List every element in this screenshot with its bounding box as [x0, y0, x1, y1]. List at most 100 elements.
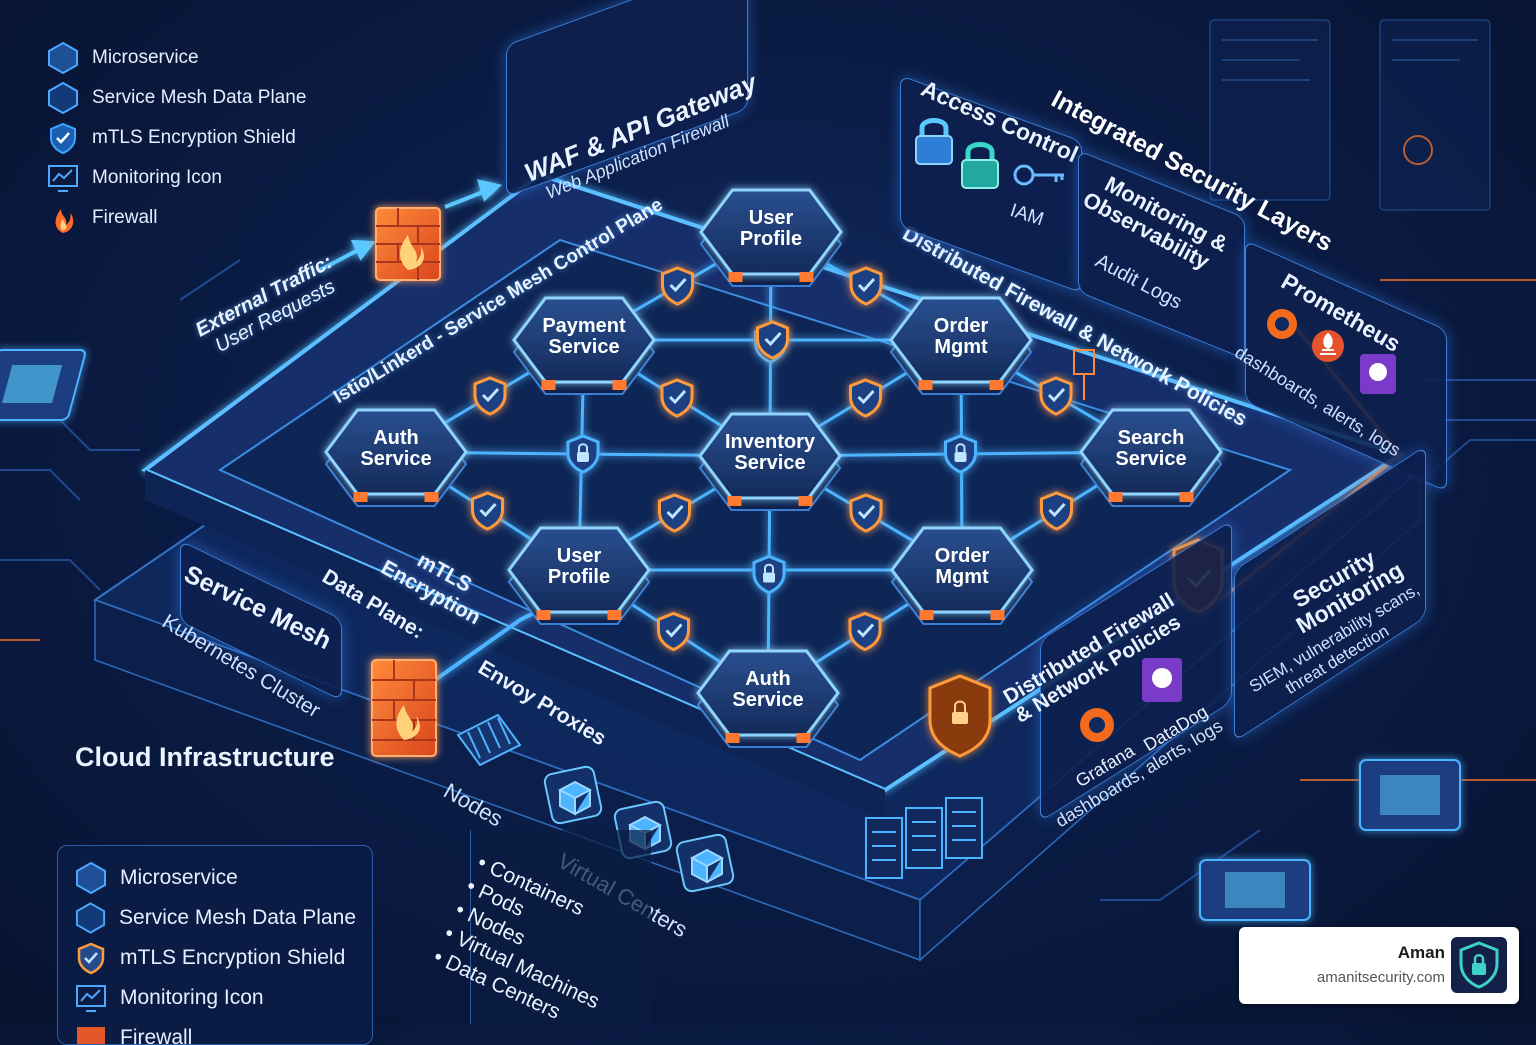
- service-node-label-line: Profile: [739, 228, 803, 250]
- shield-check-icon: [849, 266, 883, 306]
- legend-item-microservice: Microservice: [46, 38, 306, 78]
- service-node-label-line: Inventory: [724, 431, 816, 453]
- hexagon-outline-icon: [75, 902, 106, 934]
- legend-label: Monitoring Icon: [120, 986, 264, 1009]
- legend-label: Microservice: [120, 866, 238, 889]
- envoy-proxy-tab: [728, 272, 743, 282]
- monitor-chart-icon: [48, 165, 78, 192]
- dashboard-screens: [1209, 19, 1491, 211]
- brand-url: amanitsecurity.com: [1316, 969, 1445, 986]
- envoy-proxy-tab: [541, 380, 556, 390]
- legend-item-firewall: Firewall: [74, 1018, 356, 1044]
- shield-check-icon: [658, 493, 691, 533]
- envoy-proxy-tab: [918, 380, 933, 390]
- legend-label: Service Mesh Data Plane: [92, 87, 307, 108]
- chip-left: [0, 349, 86, 421]
- small-firewall-tag: [1073, 349, 1095, 400]
- cloud-infrastructure-label: Cloud Infrastructure: [75, 742, 335, 772]
- brand-name: Aman: [1397, 943, 1445, 962]
- server-rack-icons: [865, 797, 983, 879]
- shield-check-icon: [660, 378, 694, 418]
- chip-bottom-right: [1199, 859, 1311, 921]
- lock-shield-icon: [566, 434, 600, 474]
- infra-list-panel: [470, 830, 651, 1024]
- service-node-label-line: Mgmt: [935, 566, 989, 588]
- service-node-label-line: Mgmt: [934, 336, 988, 358]
- firewall-icon: [77, 1027, 105, 1044]
- service-node-label-line: Service: [1115, 448, 1187, 470]
- envoy-proxy-tab: [989, 380, 1004, 390]
- service-node-label-line: Auth: [745, 668, 791, 690]
- lock-shield-icon: [944, 434, 977, 474]
- lock-shield-icon: [752, 554, 786, 595]
- firewall-icon-bottom: [371, 659, 437, 757]
- legend-item-microservice: Microservice: [74, 858, 356, 898]
- envoy-proxy-tab: [424, 492, 439, 502]
- legend-item-firewall: Firewall: [46, 198, 306, 238]
- legend-label: Firewall: [92, 207, 158, 228]
- legend-label: mTLS Encryption Shield: [120, 946, 346, 969]
- envoy-proxy-tab: [727, 496, 742, 506]
- legend-item-mtls: mTLS Encryption Shield: [46, 118, 306, 158]
- envoy-proxy-tab: [612, 380, 627, 390]
- hexagon-icon: [48, 41, 78, 75]
- envoy-proxy-tab: [798, 496, 813, 506]
- service-node-label-line: User: [556, 545, 602, 567]
- link-shields: [471, 266, 1073, 652]
- shield-check-icon: [77, 942, 105, 975]
- envoy-proxy-tab: [796, 733, 811, 743]
- datadog-icon: [1360, 354, 1396, 394]
- legend-label: Microservice: [92, 47, 199, 68]
- legend-item-monitoring: Monitoring Icon: [46, 158, 306, 198]
- lock-icon: [915, 118, 953, 165]
- envoy-proxy-tab: [1108, 492, 1123, 502]
- envoy-proxy-tab: [725, 733, 740, 743]
- shield-check-icon: [471, 491, 504, 531]
- shield-check-icon: [661, 266, 694, 306]
- service-nodes: [324, 188, 1223, 748]
- service-node-label-line: Payment: [542, 315, 626, 337]
- service-node-label-line: Search: [1117, 427, 1185, 449]
- brand-watermark: Aman amanitsecurity.com: [1239, 927, 1519, 1004]
- legend-label: Monitoring Icon: [92, 167, 222, 188]
- chip-right: [1359, 759, 1461, 831]
- service-node-label-line: Service: [360, 448, 432, 470]
- service-node-label-line: Auth: [373, 427, 419, 449]
- shield-check-icon: [50, 122, 76, 155]
- service-node-label-line: Order: [933, 315, 989, 337]
- legend-top: Microservice Service Mesh Data Plane mTL…: [46, 38, 306, 238]
- legend-item-mtls: mTLS Encryption Shield: [74, 938, 356, 978]
- legend-label: mTLS Encryption Shield: [92, 127, 296, 148]
- legend-item-data-plane: Service Mesh Data Plane: [74, 898, 356, 938]
- datadog-icon: [1142, 658, 1182, 702]
- grafana-icon: [1267, 309, 1297, 339]
- shield-check-icon: [657, 611, 690, 652]
- envoy-proxy-tab: [353, 492, 368, 502]
- shield-check-icon: [849, 493, 883, 533]
- container-icon: [456, 713, 522, 767]
- envoy-proxy-tab: [607, 610, 622, 620]
- envoy-proxy-tab: [919, 610, 934, 620]
- legend-label: Service Mesh Data Plane: [119, 906, 356, 929]
- shield-check-icon: [473, 376, 507, 416]
- envoy-proxy-tab: [990, 610, 1005, 620]
- flame-icon: [55, 209, 74, 233]
- service-node-label-line: Service: [734, 452, 806, 474]
- firewall-icon-top: [375, 207, 441, 281]
- legend-item-monitoring: Monitoring Icon: [74, 978, 356, 1018]
- key-icon: [1013, 164, 1064, 186]
- service-node-label-line: Service: [548, 336, 620, 358]
- shield-check-icon: [1040, 491, 1073, 531]
- shield-check-icon: [1039, 376, 1073, 416]
- hexagon-outline-icon: [48, 81, 78, 115]
- lock-shield-icon: [961, 142, 999, 189]
- service-node-label-line: Service: [732, 689, 804, 711]
- shield-check-icon: [849, 378, 882, 418]
- envoy-proxy-tab: [799, 272, 814, 282]
